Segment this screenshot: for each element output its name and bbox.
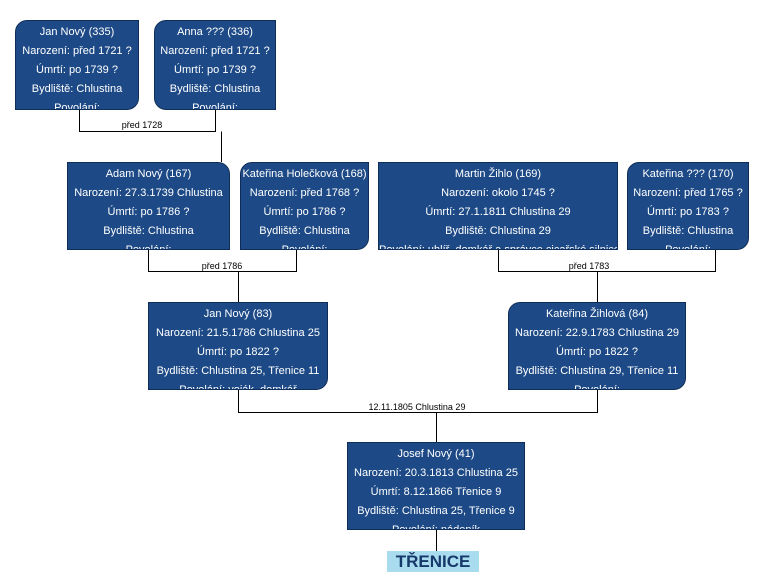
person-death: Úmrtí: po 1783 ? xyxy=(647,206,729,218)
person-name: Kateřina ??? (170) xyxy=(642,168,734,180)
person-box-167[interactable]: Adam Nový (167) Narození: 27.3.1739 Chlu… xyxy=(67,162,230,250)
person-name: Anna ??? (336) xyxy=(177,26,253,38)
person-residence: Bydliště: Chlustina xyxy=(169,83,261,95)
person-occupation: Povolání: uhlíř, domkář a správce cicařs… xyxy=(379,244,618,250)
person-box-168[interactable]: Kateřina Holečková (168) Narození: před … xyxy=(240,162,369,250)
person-name: Martin Žihlo (169) xyxy=(454,168,542,180)
person-residence: Bydliště: Chlustina 29, Třenice 11 xyxy=(515,365,679,377)
person-birth: Narození: před 1721 ? xyxy=(160,45,270,57)
person-death: Úmrtí: 8.12.1866 Třenice 9 xyxy=(370,486,502,498)
person-box-84[interactable]: Kateřina Žihlová (84) Narození: 22.9.178… xyxy=(508,302,686,390)
marriage-label: před 1786 xyxy=(201,261,243,271)
person-death: Úmrtí: 27.1.1811 Chlustina 29 xyxy=(425,206,571,218)
person-name: Josef Nový (41) xyxy=(397,448,475,460)
person-name: Kateřina Holečková (168) xyxy=(242,168,367,180)
person-birth: Narození: 22.9.1783 Chlustina 29 xyxy=(515,327,679,339)
person-box-169[interactable]: Martin Žihlo (169) Narození: okolo 1745 … xyxy=(378,162,618,250)
person-box-83[interactable]: Jan Nový (83) Narození: 21.5.1786 Chlust… xyxy=(148,302,328,390)
person-name: Kateřina Žihlová (84) xyxy=(545,308,649,320)
person-residence: Bydliště: Chlustina xyxy=(259,225,350,237)
person-birth: Narození: před 1765 ? xyxy=(633,187,743,199)
person-occupation: Povolání: xyxy=(125,244,172,250)
person-name: Jan Nový (83) xyxy=(203,308,273,320)
marriage-label: před 1728 xyxy=(121,120,163,130)
person-residence: Bydliště: Chlustina 29 xyxy=(445,225,551,237)
person-birth: Narození: 27.3.1739 Chlustina xyxy=(74,187,223,199)
person-box-41[interactable]: Josef Nový (41) Narození: 20.3.1813 Chlu… xyxy=(347,442,525,530)
person-death: Úmrtí: po 1786 ? xyxy=(263,206,346,218)
person-birth: Narození: před 1721 ? xyxy=(22,45,132,57)
person-death: Úmrtí: po 1739 ? xyxy=(174,64,256,76)
person-occupation: Povolání: nádeník xyxy=(391,524,481,530)
person-birth: Narození: 20.3.1813 Chlustina 25 xyxy=(354,467,518,479)
person-name: Jan Nový (335) xyxy=(39,26,115,38)
person-occupation: Povolání: xyxy=(54,102,100,110)
person-birth: Narození: 21.5.1786 Chlustina 25 xyxy=(156,327,320,339)
person-occupation: Povolání: xyxy=(281,244,328,250)
person-residence: Bydliště: Chlustina xyxy=(31,83,123,95)
person-residence: Bydliště: Chlustina xyxy=(103,225,194,237)
marriage-label: před 1783 xyxy=(568,261,610,271)
person-box-170[interactable]: Kateřina ??? (170) Narození: před 1765 ?… xyxy=(627,162,749,250)
person-box-335[interactable]: Jan Nový (335) Narození: před 1721 ? Úmr… xyxy=(15,20,139,110)
person-death: Úmrtí: po 1786 ? xyxy=(107,206,190,218)
person-occupation: Povolání: voják, domkář xyxy=(179,384,297,390)
person-occupation: Povolání: xyxy=(192,102,238,110)
person-name: Adam Nový (167) xyxy=(105,168,192,180)
person-box-336[interactable]: Anna ??? (336) Narození: před 1721 ? Úmr… xyxy=(154,20,276,110)
person-residence: Bydliště: Chlustina 25, Třenice 9 xyxy=(357,505,515,517)
person-birth: Narození: před 1768 ? xyxy=(249,187,360,199)
person-occupation: Povolání: xyxy=(574,384,620,390)
person-occupation: Povolání: xyxy=(665,244,711,250)
person-birth: Narození: okolo 1745 ? xyxy=(441,187,555,199)
person-death: Úmrtí: po 1822 ? xyxy=(556,346,638,358)
person-residence: Bydliště: Chlustina xyxy=(642,225,734,237)
person-death: Úmrtí: po 1822 ? xyxy=(197,346,279,358)
person-death: Úmrtí: po 1739 ? xyxy=(36,64,118,76)
marriage-label: 12.11.1805 Chlustina 29 xyxy=(368,402,466,412)
person-residence: Bydliště: Chlustina 25, Třenice 11 xyxy=(156,365,320,377)
place-label: TŘENICE xyxy=(387,551,479,572)
